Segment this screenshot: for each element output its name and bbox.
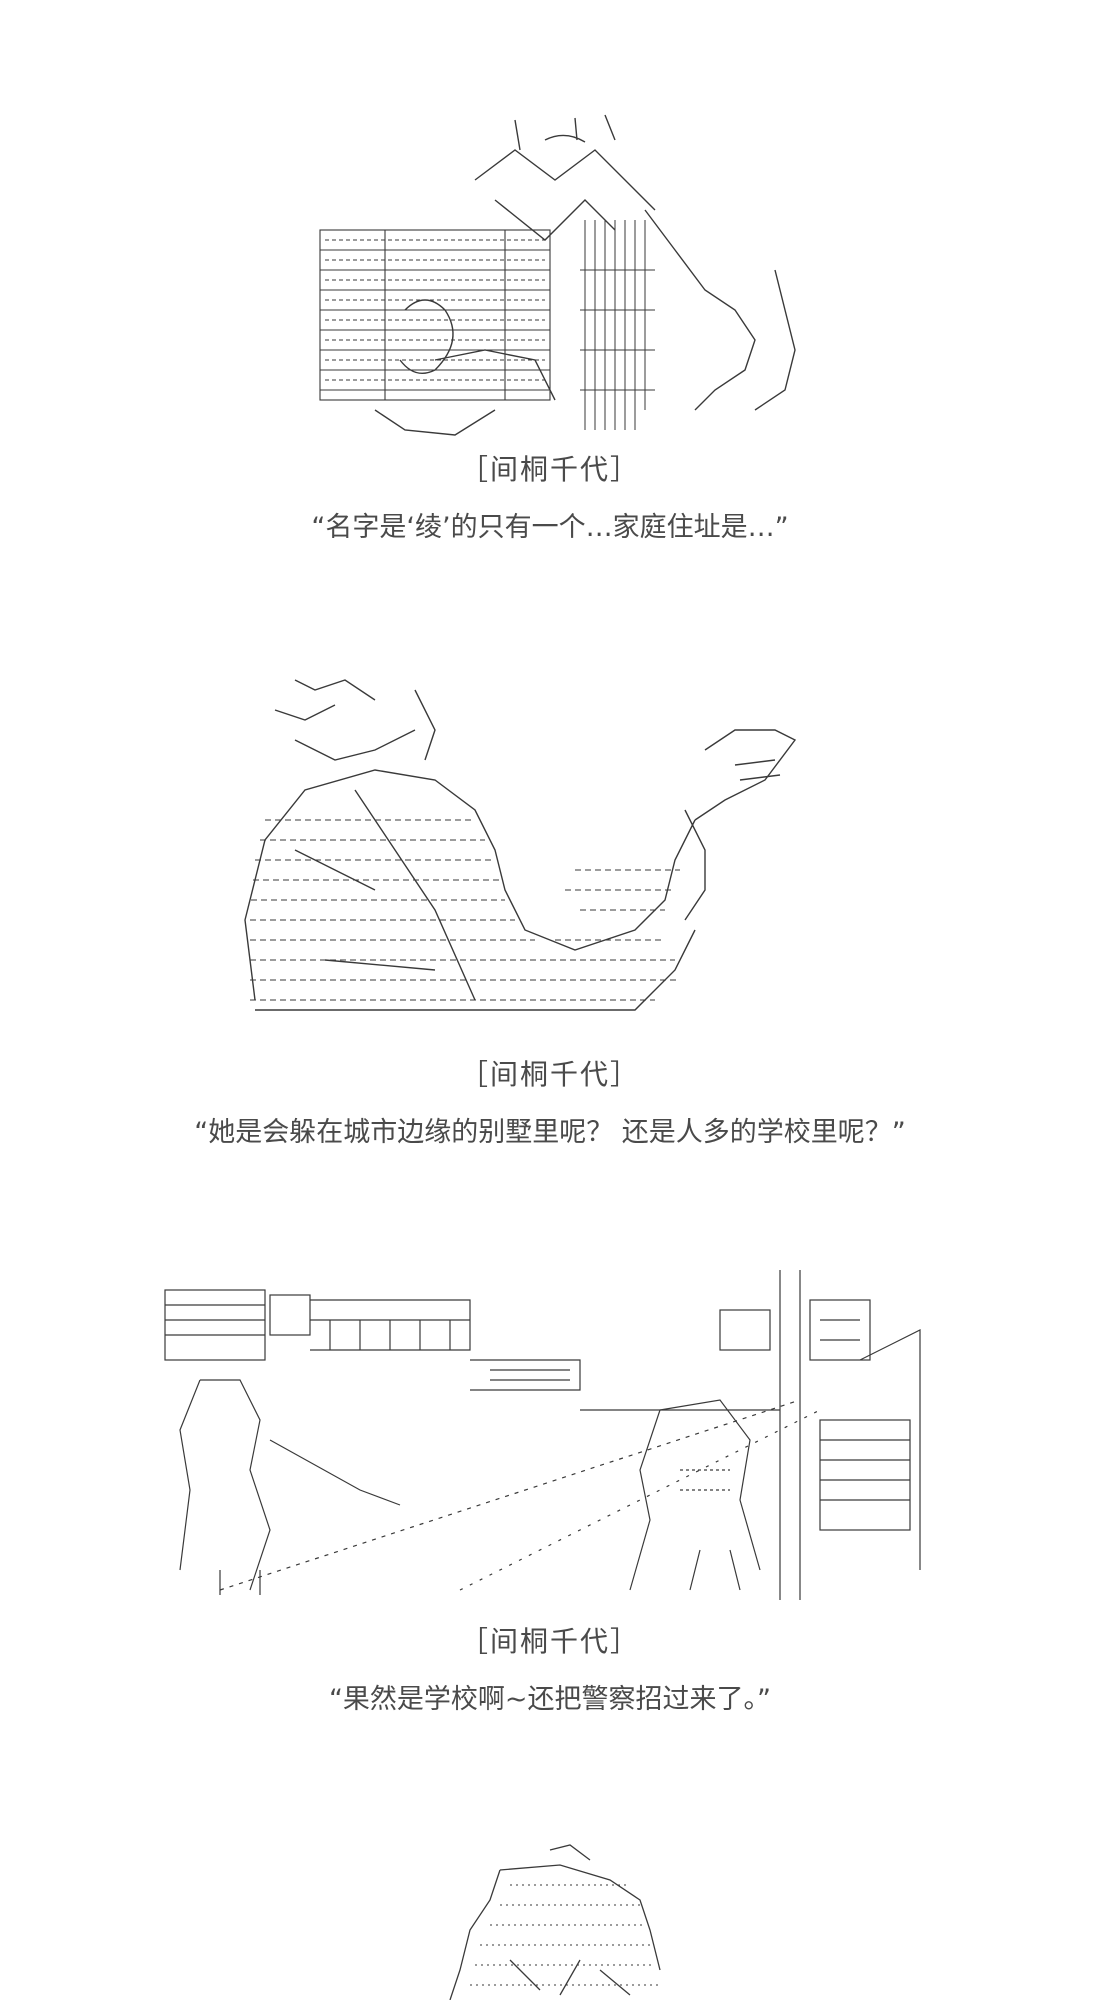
ascii-art-street-scene-icon — [160, 1270, 940, 1600]
speaker-name: ［间桐千代］ — [459, 453, 640, 486]
dialogue-line: “果然是学校啊~还把警察招过来了。” — [328, 1684, 772, 1715]
speaker-name: ［间桐千代］ — [459, 1625, 640, 1658]
dialogue-line: “名字是‘绫’的只有一个…家庭住址是…” — [311, 512, 789, 543]
ascii-art-character-pointing-icon — [235, 670, 875, 1030]
ascii-art-character-holding-books-icon — [315, 110, 815, 440]
dialogue-line: “她是会躲在城市边缘的别墅里呢？ 还是人多的学校里呢？” — [194, 1117, 906, 1148]
ascii-art-character-partial-icon — [440, 1840, 700, 2000]
speaker-name: ［间桐千代］ — [459, 1058, 640, 1091]
